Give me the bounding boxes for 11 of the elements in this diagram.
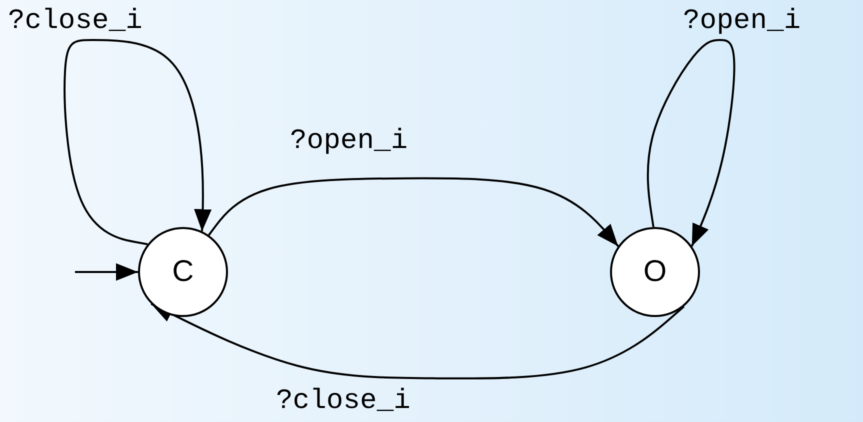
arrow — [208, 177, 619, 247]
arrow — [64, 39, 212, 246]
arrow — [75, 263, 138, 281]
edge-label: ?open_i — [290, 128, 408, 156]
state-name: O — [643, 255, 667, 289]
edge-label: ?close_i — [276, 388, 410, 416]
arrow — [646, 39, 736, 247]
edge-label: ?close_i — [8, 8, 142, 36]
state-name: C — [172, 255, 194, 289]
arrow — [150, 302, 685, 380]
edge-label: ?open_i — [683, 8, 801, 36]
